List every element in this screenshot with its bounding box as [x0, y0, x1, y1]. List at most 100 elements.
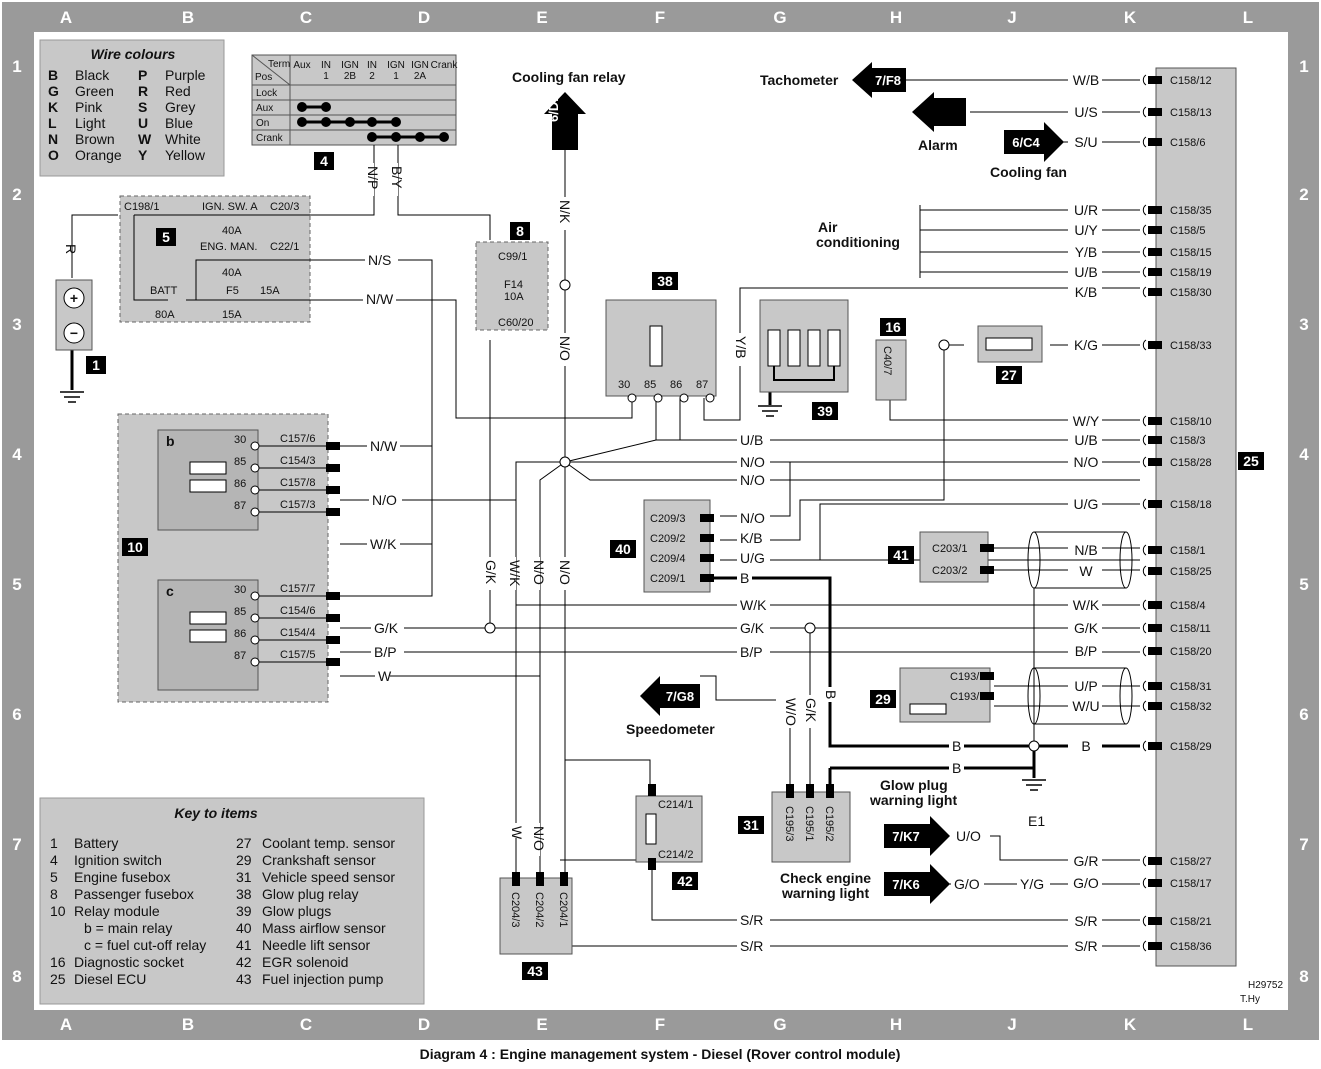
wire-colour-label: N/O [740, 472, 765, 488]
wire-colour-name: Green [75, 83, 114, 99]
cross-ref-glow-plug-light[interactable]: 7/K7 [884, 816, 950, 856]
relay-terminal [250, 485, 260, 495]
key-item-text: Battery [74, 835, 118, 851]
relay-terminal [250, 591, 260, 601]
wire-colour-name: Light [75, 115, 105, 131]
grid-col-F: F [655, 8, 665, 27]
ecu-pin-label: C158/32 [1170, 701, 1212, 713]
item-badge-number: 27 [1001, 367, 1017, 383]
ecu-pin [1148, 742, 1162, 750]
ecu-pin [1148, 341, 1162, 349]
cross-ref-check-engine-light[interactable]: 7/K6 [884, 864, 950, 904]
relay-connector-label: C157/8 [280, 477, 315, 489]
ecu-pin-label: C158/12 [1170, 75, 1212, 87]
ecu-pin-socket [1142, 680, 1147, 692]
wire-label-bg [1068, 71, 1102, 87]
wire-colour-code: W [138, 131, 152, 147]
item-badge-number: 42 [677, 873, 693, 889]
key-item-text: Needle lift sensor [262, 937, 371, 953]
ecu-pin [1148, 76, 1162, 84]
wire-colour-name: Purple [165, 67, 206, 83]
ecu-pin-label: C158/20 [1170, 646, 1212, 658]
connector-pin [980, 544, 994, 552]
item-badge-number: 40 [615, 541, 631, 557]
ecu-wire-colour: U/B [1074, 264, 1097, 280]
svg-text:Term: Term [268, 59, 290, 70]
connector-pin [700, 514, 714, 522]
relay-connector-label: C154/3 [280, 455, 315, 467]
key-item-text: b = main relay [84, 920, 172, 936]
grid-col-K: K [1124, 8, 1137, 27]
wire-colour-code: R [138, 83, 148, 99]
item-badge-number: 1 [92, 357, 100, 373]
cross-ref-tachometer[interactable]: 7/F8 [852, 62, 906, 98]
wire-colour-label: B [740, 570, 749, 586]
connector-pin [980, 692, 994, 700]
cross-ref-cooling-fan[interactable]: 6/C4 [1004, 122, 1064, 162]
item-badge-number: 25 [1243, 453, 1259, 469]
ecu-pin [1148, 601, 1162, 609]
wire-label-bg [1068, 642, 1102, 658]
relay-terminal [250, 463, 260, 473]
ecu-wire-colour: G/K [1074, 620, 1099, 636]
ecu-pin-socket [1142, 204, 1147, 216]
wire-label-bg [1068, 283, 1102, 299]
wire-colour-name: Red [165, 83, 191, 99]
grid-row-5: 5 [12, 575, 21, 594]
ecu-pin [1148, 108, 1162, 116]
connector-label: C204/1 [557, 892, 569, 927]
svg-text:40A: 40A [222, 225, 242, 237]
wire-label-bg [1068, 677, 1102, 693]
cross-ref-speedometer[interactable]: 7/G8 [640, 676, 700, 716]
svg-text:Cooling fan: Cooling fan [990, 164, 1067, 180]
ignition-header: IN [367, 60, 377, 71]
ecu-pin [1148, 226, 1162, 234]
engine-fusebox: C198/1 IGN. SW. A C20/3 40A ENG. MAN. C2… [119, 195, 330, 323]
ecu-pin-socket [1142, 740, 1147, 752]
wire-colour-code: P [138, 67, 147, 83]
key-item-number: 38 [236, 886, 252, 902]
grid-row-8: 8 [1299, 967, 1308, 986]
junction [804, 622, 816, 634]
svg-text:80A: 80A [155, 309, 175, 321]
cross-ref-alarm[interactable] [912, 92, 966, 132]
cross-ref-cooling-fan-relay[interactable]: 6/D1 [544, 92, 586, 150]
ecu-wire-colour: B [1081, 738, 1090, 754]
svg-text:15A: 15A [222, 309, 242, 321]
glow-relay-pin-number: 87 [696, 379, 708, 391]
ignition-position: Crank [256, 133, 284, 144]
wire-colour-label: W/K [740, 597, 767, 613]
wire-colour-label: N/O [557, 336, 573, 361]
key-item-number: 4 [50, 852, 58, 868]
item-badge [672, 872, 698, 890]
ecu-pin-label: C158/17 [1170, 878, 1212, 890]
ignition-position: Aux [256, 103, 273, 114]
item-badge [652, 272, 678, 290]
wire-label-bg [1068, 596, 1102, 612]
key-item-text: Mass airflow sensor [262, 920, 386, 936]
wire-colour-label: G/K [483, 560, 499, 585]
ecu-pin-socket [1142, 415, 1147, 427]
ecu-pin [1148, 942, 1162, 950]
ignition-header: IGN [341, 60, 359, 71]
ecu-wire-colour: S/R [1074, 913, 1097, 929]
junction [559, 456, 571, 468]
wire-colour-label: B [823, 690, 839, 699]
wire-colour-label: N/K [557, 200, 573, 224]
wire-colour-label: G/K [374, 620, 399, 636]
key-item-number: 10 [50, 903, 66, 919]
svg-text:T.Hy: T.Hy [1240, 994, 1260, 1005]
grid-col-A: A [60, 1015, 72, 1034]
ecu-wire-colour: S/U [1074, 134, 1097, 150]
glow-plugs [759, 299, 849, 393]
ecu-wire-colour: K/G [1074, 337, 1098, 353]
ignition-position: Lock [256, 88, 278, 99]
item-badge [888, 546, 914, 564]
ecu-pin [1148, 288, 1162, 296]
key-item-number: 40 [236, 920, 252, 936]
svg-text:−: − [70, 325, 78, 341]
ecu-pin-socket [1142, 136, 1147, 148]
